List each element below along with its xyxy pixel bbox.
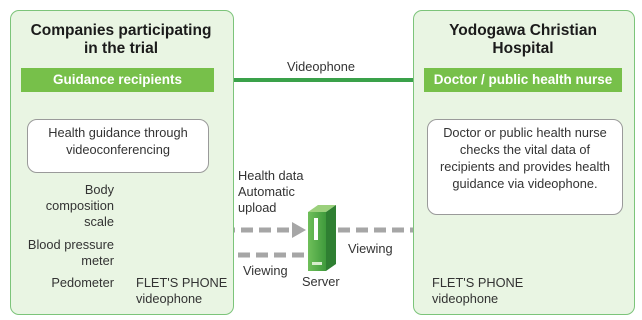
server-label: Server — [302, 274, 340, 289]
left-phone-label: FLET'S PHONE videophone — [136, 275, 228, 306]
viewing-right-label: Viewing — [348, 241, 393, 256]
health-data-upload-label: Health data Automatic upload — [238, 168, 304, 215]
guidance-recipients-label: Guidance recipients — [21, 68, 214, 92]
server-icon — [308, 205, 336, 271]
right-panel-title: Yodogawa Christian Hospital — [449, 22, 597, 57]
viewing-left-label: Viewing — [243, 263, 288, 278]
right-phone-label: FLET'S PHONE videophone — [432, 275, 524, 306]
doctor-nurse-label: Doctor / public health nurse — [424, 68, 622, 92]
upload-dashed-arrow — [205, 222, 306, 238]
left-panel-title: Companies participating in the trial — [30, 22, 212, 57]
right-callout: Doctor or public health nurse checks the… — [427, 119, 623, 215]
left-callout: Health guidance through videoconferencin… — [27, 119, 209, 173]
blood-pressure-meter-label: Blood pressure meter — [27, 237, 114, 268]
body-composition-scale-label: Body composition scale — [45, 182, 114, 229]
pedometer-label: Pedometer — [51, 275, 114, 290]
videophone-label: Videophone — [286, 59, 356, 74]
